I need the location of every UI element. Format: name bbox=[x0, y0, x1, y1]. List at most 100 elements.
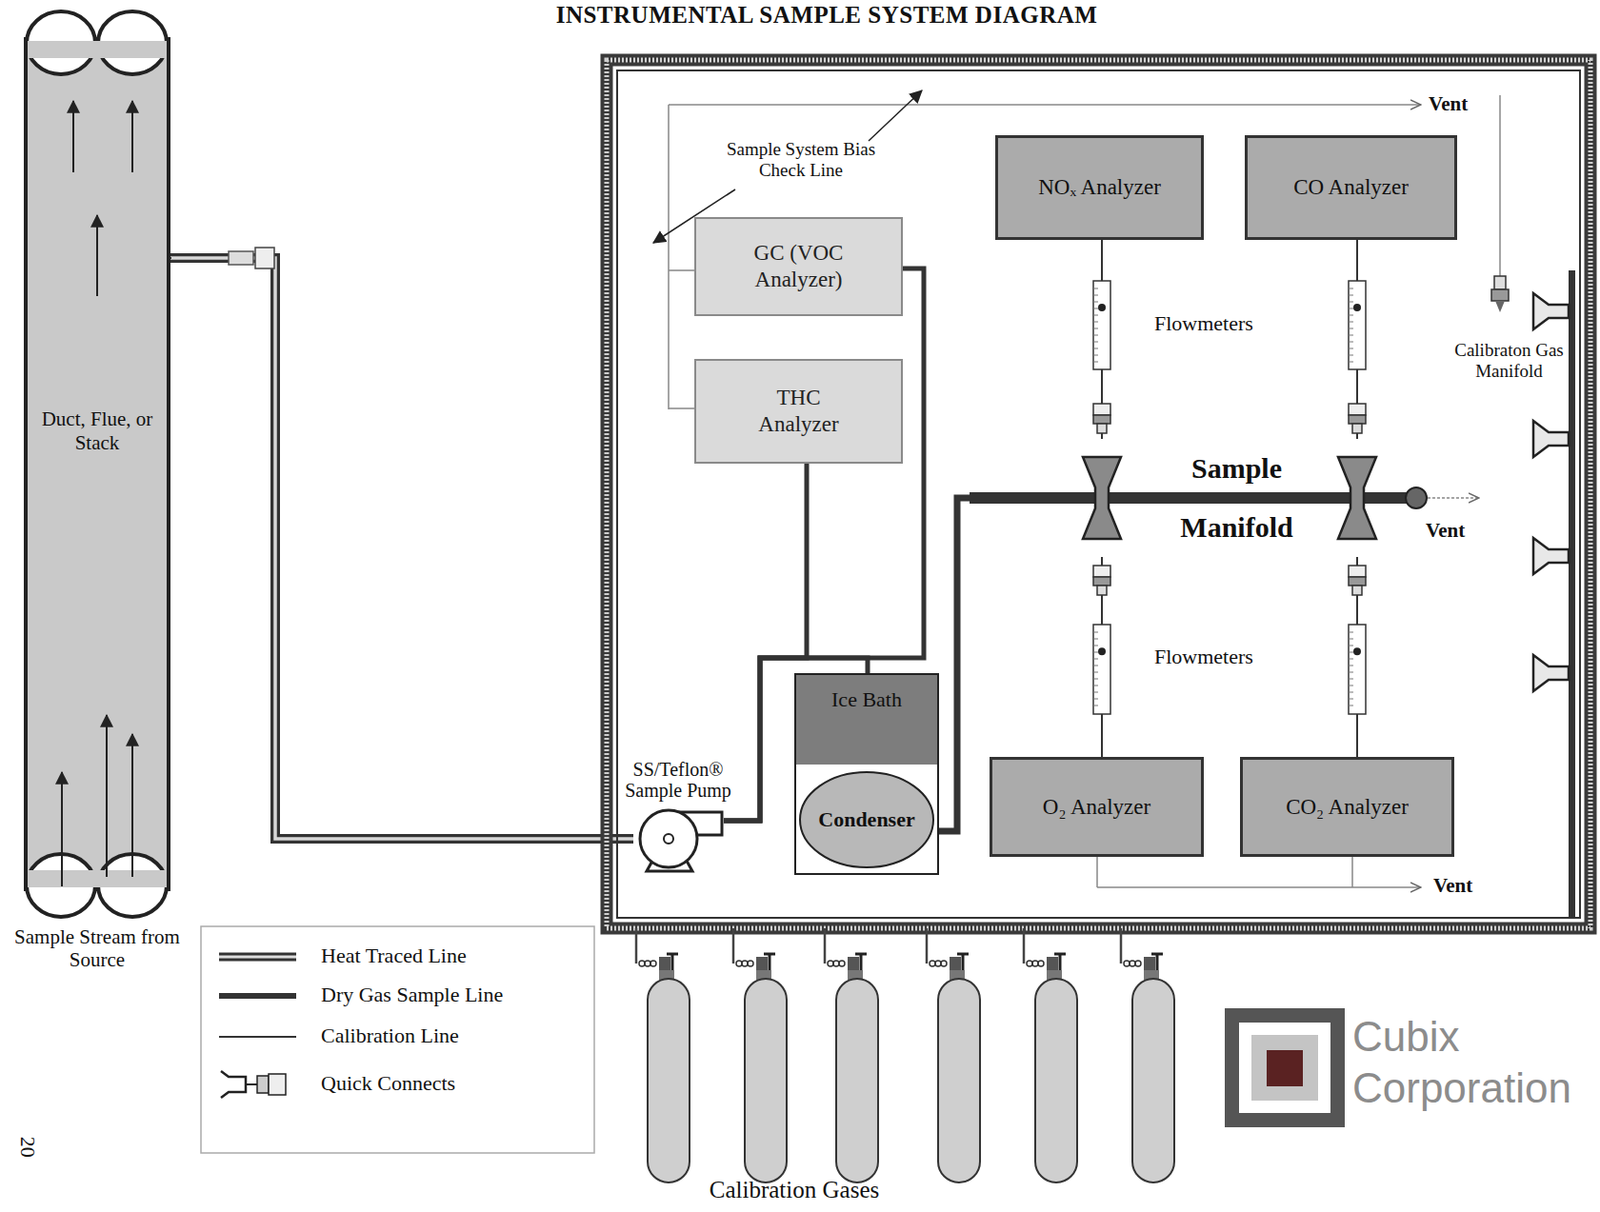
flowmeter bbox=[1348, 341, 1354, 343]
flowmeter bbox=[1348, 639, 1354, 640]
page-number: 20 bbox=[15, 1137, 40, 1159]
gas-cylinder bbox=[929, 960, 936, 967]
callout-note: Sample System Bias Check Line bbox=[720, 139, 882, 181]
gas-cylinder bbox=[1120, 928, 1123, 964]
gas-cylinder bbox=[744, 979, 787, 1183]
stack-shape bbox=[131, 734, 134, 878]
flowmeter bbox=[1348, 692, 1354, 694]
stack-shape bbox=[25, 10, 169, 919]
flowmeter bbox=[1348, 361, 1354, 363]
sample-pump: SS/Teflon® Sample Pump bbox=[633, 804, 724, 877]
pipe-connector bbox=[935, 498, 972, 832]
gas-cylinder bbox=[741, 960, 748, 967]
flowmeter bbox=[1348, 403, 1366, 416]
legend-frame bbox=[219, 993, 297, 1000]
analyzer-box: NOₓ Analyzer bbox=[995, 135, 1204, 240]
gas-cylinder bbox=[636, 928, 1175, 1183]
flowmeter bbox=[1348, 315, 1354, 317]
gas-cylinder bbox=[1038, 960, 1044, 967]
node-label: GC (VOC Analyzer) bbox=[737, 240, 861, 293]
vent-line bbox=[668, 104, 695, 410]
gas-cylinder bbox=[732, 928, 736, 964]
legend-frame bbox=[219, 956, 297, 960]
gas-cylinder bbox=[839, 960, 845, 967]
heat-traced-enclosure bbox=[606, 60, 1591, 929]
legend-text: Heat Traced Line bbox=[320, 943, 467, 968]
flowmeter bbox=[1348, 679, 1354, 680]
flowmeter bbox=[1348, 632, 1354, 634]
gas-cylinder bbox=[1135, 960, 1141, 967]
flowmeter bbox=[1093, 652, 1099, 654]
pump-shape bbox=[633, 804, 724, 877]
gas-cylinder bbox=[827, 960, 834, 967]
flowmeter bbox=[1348, 348, 1354, 350]
node-label: NOₓ Analyzer bbox=[1038, 174, 1161, 201]
stack-shape bbox=[27, 40, 167, 59]
condenser: Condenser bbox=[798, 768, 936, 872]
flowmeter bbox=[1093, 280, 1366, 715]
gas-cylinder bbox=[736, 960, 742, 967]
vent-label: Vent bbox=[1433, 874, 1473, 898]
pump-shape bbox=[640, 810, 698, 868]
flowmeter bbox=[1348, 288, 1354, 290]
legend-frame bbox=[200, 926, 595, 1154]
flowmeter bbox=[1098, 647, 1106, 656]
calibration-gas-manifold bbox=[1568, 270, 1576, 919]
part-label: Flowmeters bbox=[1154, 311, 1254, 336]
gas-cylinder bbox=[935, 960, 941, 967]
stack-shape bbox=[60, 772, 63, 887]
gas-cylinder bbox=[836, 979, 879, 1183]
node-label: O₂ Analyzer bbox=[1042, 794, 1151, 821]
flowmeter bbox=[1093, 685, 1099, 687]
heat-traced-enclosure bbox=[606, 60, 1591, 929]
flowmeter bbox=[1348, 301, 1354, 303]
flowmeter bbox=[1093, 565, 1111, 578]
heat-traced-enclosure bbox=[606, 60, 1591, 929]
stack-shape bbox=[27, 870, 167, 888]
flowmeter bbox=[1093, 705, 1099, 707]
flowmeter bbox=[1093, 315, 1099, 317]
flowmeter bbox=[1352, 585, 1362, 596]
flowmeter bbox=[1353, 647, 1361, 656]
legend-frame bbox=[220, 1071, 246, 1099]
vent-line bbox=[1097, 886, 1421, 889]
calibration-quick-connect bbox=[1494, 276, 1506, 290]
part-label: Flowmeters bbox=[1154, 644, 1254, 669]
legend-frame bbox=[268, 1074, 286, 1096]
company-logo bbox=[1224, 1008, 1345, 1128]
flowmeter bbox=[1093, 692, 1099, 694]
gas-cylinder bbox=[823, 928, 827, 964]
node-label: CO₂ Analyzer bbox=[1285, 794, 1409, 821]
vent-line bbox=[668, 103, 1421, 106]
gas-cylinder bbox=[635, 928, 639, 964]
flowmeter bbox=[1093, 328, 1099, 330]
gas-cylinder bbox=[925, 928, 929, 964]
flowmeter bbox=[1097, 585, 1107, 596]
flowmeter bbox=[1348, 565, 1366, 578]
gas-cylinder bbox=[1035, 979, 1078, 1183]
analyzer-box: CO₂ Analyzer bbox=[1240, 757, 1455, 858]
quick-connect-funnel bbox=[1533, 655, 1569, 692]
flowmeter bbox=[1348, 624, 1366, 715]
flowmeter bbox=[1093, 699, 1099, 700]
analyzer-box: GC (VOC Analyzer) bbox=[694, 217, 903, 317]
manifold-tee bbox=[1082, 457, 1121, 540]
stack-shape bbox=[72, 100, 75, 173]
vent-line bbox=[1499, 95, 1501, 277]
gas-cylinder bbox=[1132, 979, 1175, 1183]
flowmeter bbox=[1093, 288, 1099, 290]
flowmeter bbox=[1348, 355, 1354, 357]
flowmeter bbox=[1093, 308, 1099, 310]
flowmeter bbox=[1093, 301, 1099, 303]
legend-text: Quick Connects bbox=[320, 1071, 456, 1096]
gas-cylinder bbox=[644, 960, 651, 967]
flowmeter bbox=[1352, 423, 1362, 434]
legend-text: Calibration Line bbox=[320, 1023, 460, 1048]
company-logo bbox=[1251, 1035, 1319, 1101]
flowmeter bbox=[1348, 705, 1354, 707]
ice-bath: Ice BathCondenser bbox=[794, 673, 940, 876]
title-holder: INSTRUMENTAL SAMPLE SYSTEM DIAGRAM bbox=[556, 1, 1099, 29]
analyzer-box: O₂ Analyzer bbox=[989, 757, 1204, 858]
node-label: Duct, Flue, or Stack bbox=[40, 407, 155, 454]
pipe-line bbox=[935, 498, 972, 832]
